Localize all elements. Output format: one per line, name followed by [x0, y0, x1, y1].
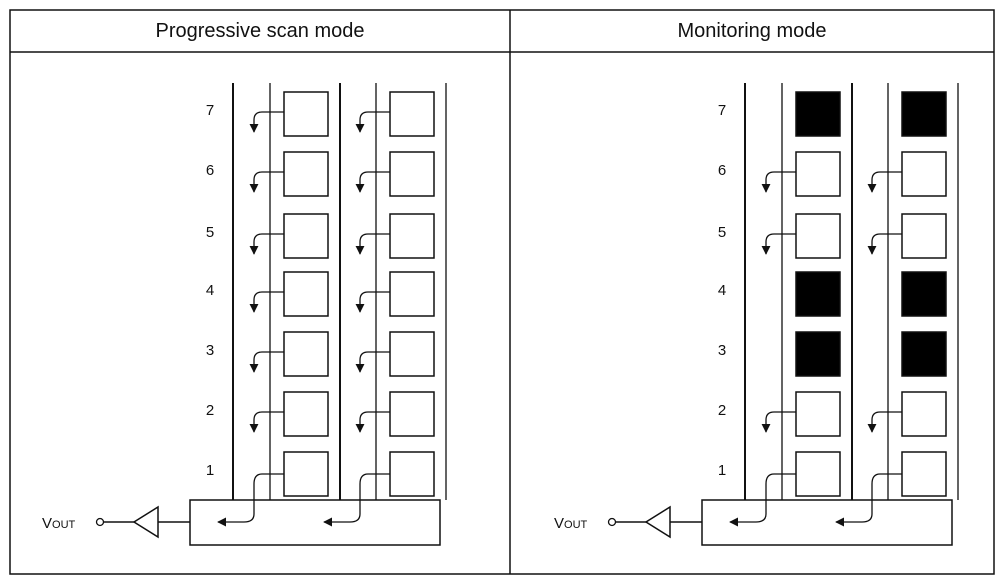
transfer-arrow: [249, 111, 284, 133]
transfer-arrow: [355, 411, 390, 433]
row-label: 7: [718, 102, 726, 119]
transfer-arrow: [761, 233, 796, 255]
transfer-arrow: [761, 411, 796, 433]
pixel-open: [283, 91, 329, 137]
row-label: 4: [206, 282, 214, 299]
pixel-open: [283, 151, 329, 197]
transfer-arrow: [249, 233, 284, 255]
transfer-arrow: [249, 351, 284, 373]
transfer-arrow: [835, 473, 902, 527]
transfer-arrow: [217, 473, 284, 527]
transfer-arrow: [355, 171, 390, 193]
transfer-arrow: [867, 411, 902, 433]
pixel-open: [389, 151, 435, 197]
transfer-arrow: [249, 171, 284, 193]
pixel-filled: [901, 331, 947, 377]
progressive-scan-panel: VOUT 7 6 5 4 3 2 1: [42, 83, 447, 546]
pixel-filled: [795, 271, 841, 317]
transfer-arrow: [355, 233, 390, 255]
row-label: 1: [206, 462, 214, 479]
progressive-scan-title: Progressive scan mode: [155, 19, 365, 42]
row-label: 5: [206, 224, 214, 241]
transfer-arrow: [761, 171, 796, 193]
pixel-open: [901, 151, 947, 197]
transfer-arrow: [729, 473, 796, 527]
row-label: 2: [206, 402, 214, 419]
pixel-filled: [901, 91, 947, 137]
pixel-open: [389, 91, 435, 137]
pixel-open: [795, 151, 841, 197]
pixel-open: [901, 451, 947, 497]
vout-label-main: V: [42, 515, 52, 532]
row-label: 6: [718, 162, 726, 179]
row-label: 2: [718, 402, 726, 419]
pixel-open: [795, 213, 841, 259]
pixel-filled: [901, 271, 947, 317]
pixel-open: [795, 451, 841, 497]
pixel-open: [389, 271, 435, 317]
pixel-open: [901, 391, 947, 437]
pixel-open: [389, 213, 435, 259]
output-terminal: [607, 517, 617, 527]
pixel-open: [283, 213, 329, 259]
pixel-open: [901, 213, 947, 259]
row-label: 4: [718, 282, 726, 299]
transfer-arrow: [355, 351, 390, 373]
pixel-open: [283, 451, 329, 497]
output-amplifier: [644, 505, 671, 539]
row-label: 3: [718, 342, 726, 359]
monitoring-panel: VOUT 7 6 5 4 3 2 1: [554, 83, 959, 546]
row-label: 1: [718, 462, 726, 479]
pixel-filled: [795, 331, 841, 377]
transfer-arrow: [249, 411, 284, 433]
pixel-open: [283, 331, 329, 377]
row-label: 6: [206, 162, 214, 179]
pixel-open: [283, 271, 329, 317]
transfer-arrow: [867, 171, 902, 193]
pixel-open: [283, 391, 329, 437]
pixel-open: [389, 391, 435, 437]
transfer-arrow: [249, 291, 284, 313]
row-label: 7: [206, 102, 214, 119]
vout-label-sub: OUT: [52, 519, 76, 531]
row-label: 5: [718, 224, 726, 241]
vout-label: VOUT: [42, 515, 76, 532]
vout-label: VOUT: [554, 515, 588, 532]
output-amplifier: [132, 505, 159, 539]
transfer-arrow: [355, 111, 390, 133]
pixel-filled: [795, 91, 841, 137]
row-label: 3: [206, 342, 214, 359]
output-terminal: [95, 517, 105, 527]
vout-label-sub: OUT: [564, 519, 588, 531]
transfer-arrow: [867, 233, 902, 255]
pixel-open: [389, 451, 435, 497]
pixel-open: [389, 331, 435, 377]
outer-frame: [9, 9, 995, 575]
monitoring-title: Monitoring mode: [677, 19, 827, 42]
transfer-arrow: [323, 473, 390, 527]
transfer-arrow: [355, 291, 390, 313]
vout-label-main: V: [554, 515, 564, 532]
pixel-open: [795, 391, 841, 437]
